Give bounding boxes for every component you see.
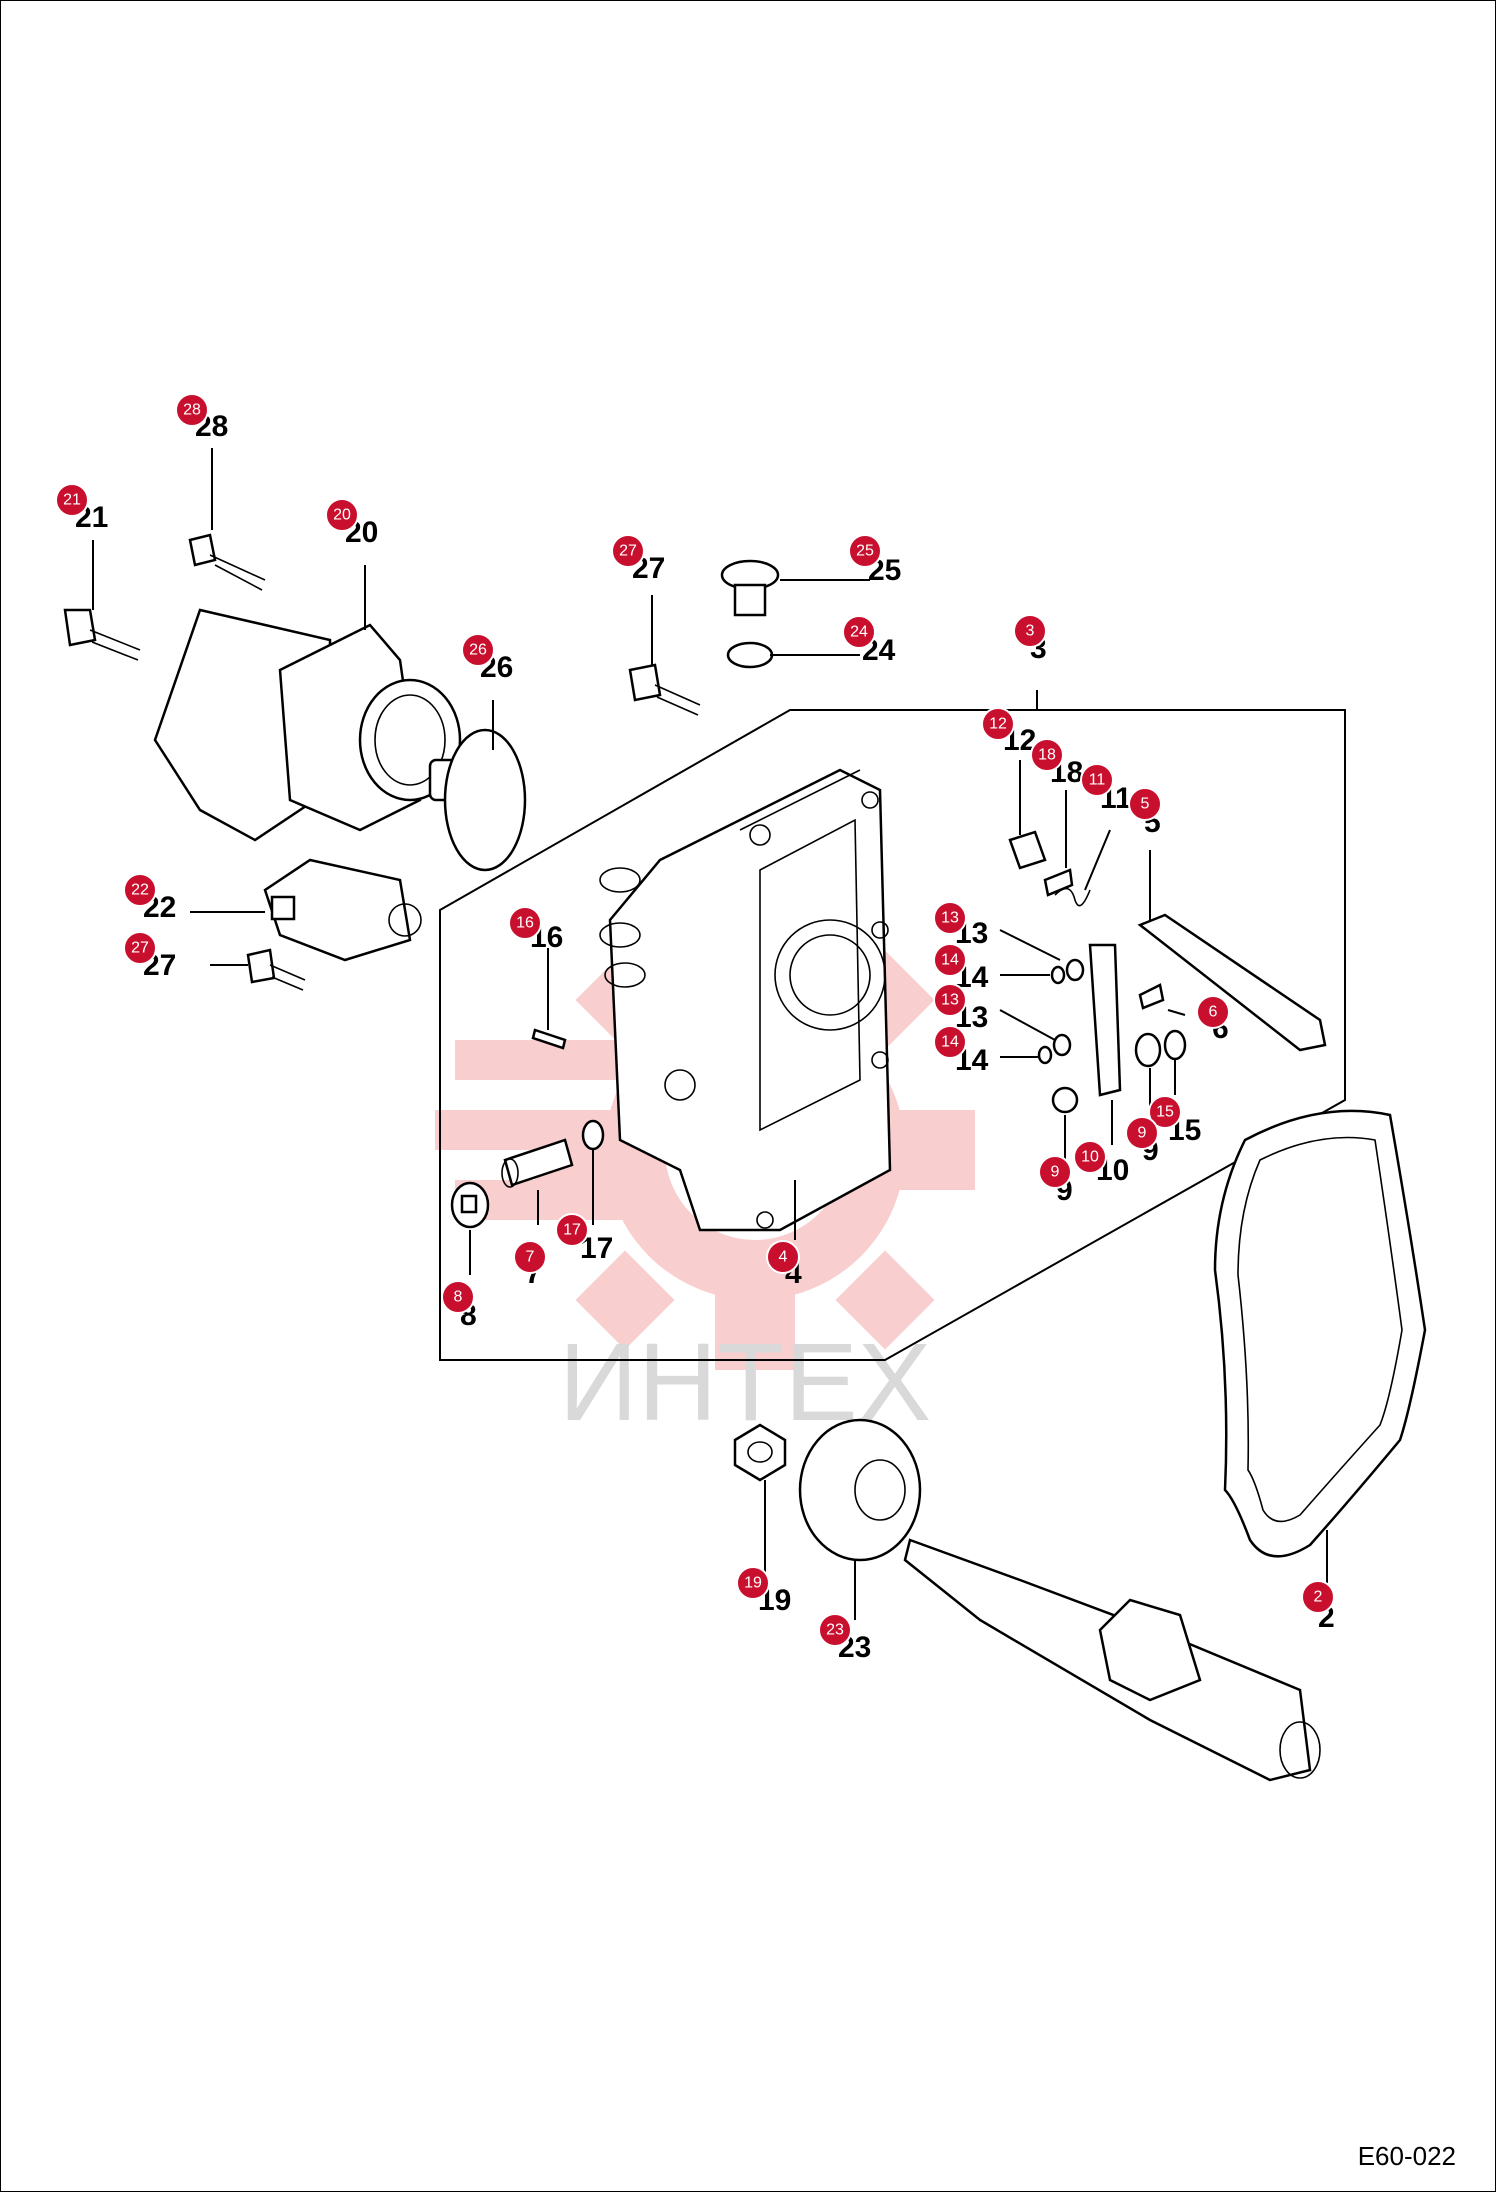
shaft bbox=[903, 1538, 1321, 1782]
plug-part-8 bbox=[450, 1181, 490, 1229]
clip-part-14a bbox=[1050, 965, 1066, 985]
svg-text:4: 4 bbox=[779, 1249, 788, 1266]
valve-part-7 bbox=[501, 1138, 574, 1188]
bolt-part-27b bbox=[246, 948, 306, 991]
svg-text:25: 25 bbox=[856, 543, 874, 560]
svg-text:14: 14 bbox=[941, 1034, 959, 1051]
plug-part-25 bbox=[720, 559, 780, 617]
svg-text:18: 18 bbox=[1038, 747, 1056, 764]
svg-text:17: 17 bbox=[563, 1222, 581, 1239]
svg-text:9: 9 bbox=[1051, 1164, 1060, 1181]
o-ring-part-17 bbox=[581, 1119, 605, 1151]
svg-text:3: 3 bbox=[1026, 623, 1035, 640]
part-label-5: 55 bbox=[1128, 787, 1162, 839]
svg-text:19: 19 bbox=[744, 1575, 762, 1592]
washer-part-15 bbox=[1163, 1029, 1187, 1061]
svg-text:22: 22 bbox=[131, 882, 149, 899]
svg-text:21: 21 bbox=[63, 492, 81, 509]
svg-text:13: 13 bbox=[941, 992, 959, 1009]
sensor-part-22 bbox=[263, 858, 422, 962]
svg-text:24: 24 bbox=[850, 624, 868, 641]
washer-part-13a bbox=[1065, 958, 1085, 982]
gasket-part-2 bbox=[1213, 1109, 1427, 1558]
bolt-part-18 bbox=[1043, 868, 1074, 897]
svg-text:5: 5 bbox=[1141, 796, 1150, 813]
svg-text:12: 12 bbox=[989, 716, 1007, 733]
svg-text:28: 28 bbox=[183, 402, 201, 419]
svg-text:8: 8 bbox=[454, 1289, 463, 1306]
bolt-part-27a bbox=[628, 663, 701, 716]
part-label-3: 33 bbox=[1013, 614, 1047, 665]
housing-part-4 bbox=[599, 768, 892, 1232]
diagram-code: E60-022 bbox=[1357, 2141, 1456, 2171]
bolt-part-21 bbox=[63, 608, 141, 661]
bolt-part-6 bbox=[1138, 983, 1165, 1010]
part-label-9a: 99 bbox=[1038, 1155, 1073, 1207]
clip-part-14b bbox=[1037, 1045, 1053, 1065]
svg-text:27: 27 bbox=[619, 543, 637, 560]
svg-text:2: 2 bbox=[1314, 1589, 1323, 1606]
pin-part-16 bbox=[531, 1028, 567, 1050]
part-label-6: 66 bbox=[1196, 995, 1230, 1045]
part-label-9b: 99 bbox=[1125, 1116, 1159, 1167]
part-label-7: 77 bbox=[513, 1240, 547, 1290]
washer-part-13b bbox=[1052, 1033, 1072, 1057]
svg-text:27: 27 bbox=[131, 940, 149, 957]
o-ring-part-26 bbox=[443, 728, 527, 872]
nut-part-19 bbox=[733, 1423, 787, 1482]
bolt-part-28 bbox=[188, 533, 266, 591]
svg-text:9: 9 bbox=[1138, 1125, 1147, 1142]
part-label-2: 22 bbox=[1301, 1580, 1335, 1634]
svg-text:6: 6 bbox=[1209, 1004, 1218, 1021]
svg-text:13: 13 bbox=[941, 910, 959, 927]
svg-text:7: 7 bbox=[526, 1249, 535, 1266]
washer-part-24 bbox=[726, 641, 774, 669]
link-part-10 bbox=[1088, 943, 1122, 1097]
washer-part-9b bbox=[1134, 1032, 1162, 1068]
svg-text:16: 16 bbox=[516, 915, 534, 932]
bracket-part-12 bbox=[1008, 830, 1047, 870]
svg-text:14: 14 bbox=[941, 952, 959, 969]
actuator-part-20 bbox=[153, 608, 462, 842]
part-label-4: 44 bbox=[766, 1240, 802, 1290]
leader-lines bbox=[92, 448, 1328, 1620]
svg-text:11: 11 bbox=[1089, 772, 1106, 789]
spring-part-11 bbox=[1054, 887, 1091, 907]
svg-text:20: 20 bbox=[333, 507, 351, 524]
svg-text:26: 26 bbox=[469, 642, 487, 659]
svg-text:15: 15 bbox=[1156, 1104, 1174, 1121]
lever-part-5 bbox=[1137, 913, 1327, 1052]
assembly-outline bbox=[439, 709, 1346, 1361]
svg-text:10: 10 bbox=[1081, 1149, 1099, 1166]
washer-part-9a bbox=[1051, 1086, 1079, 1114]
gear-part-23 bbox=[798, 1418, 922, 1562]
svg-text:23: 23 bbox=[826, 1622, 844, 1639]
part-label-8: 88 bbox=[441, 1280, 477, 1332]
